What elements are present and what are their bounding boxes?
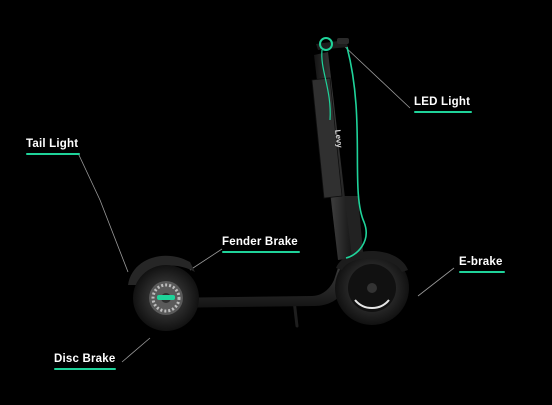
deck <box>158 268 350 308</box>
leader-line-disc-brake <box>121 337 151 363</box>
callout-led-light: LED Light <box>414 96 472 113</box>
leader-line-fender-brake <box>189 248 223 271</box>
led-light-ring <box>319 37 333 51</box>
callout-underline-led-light <box>414 111 472 113</box>
front-wheel <box>335 251 409 325</box>
rear-fender <box>128 255 195 285</box>
battery-housing <box>311 77 343 199</box>
callout-disc-brake: Disc Brake <box>54 353 116 370</box>
rear-brake-cable <box>321 49 331 121</box>
disc-brake-rotor <box>151 283 181 313</box>
scooter: Levy <box>128 37 409 331</box>
leader-line-tail-light <box>77 152 129 273</box>
handlebar <box>316 37 349 51</box>
callout-label-tail-light: Tail Light <box>26 138 79 150</box>
callout-underline-disc-brake <box>54 368 116 370</box>
callout-underline-e-brake <box>459 271 505 273</box>
callout-label-fender-brake: Fender Brake <box>222 236 298 248</box>
leader-line-led-light <box>341 43 411 109</box>
callout-label-disc-brake: Disc Brake <box>54 353 116 365</box>
leader-line-e-brake <box>417 267 455 297</box>
leader-lines <box>77 43 455 363</box>
disc-brake-caliper <box>157 295 175 300</box>
front-fender <box>336 251 408 272</box>
brand-logo-text: Levy <box>333 129 344 149</box>
e-brake-cable <box>345 46 367 259</box>
callout-label-led-light: LED Light <box>414 96 471 108</box>
callout-fender-brake: Fender Brake <box>222 236 300 253</box>
callout-underline-tail-light <box>26 153 80 155</box>
rear-wheel <box>133 265 199 331</box>
callout-label-e-brake: E-brake <box>459 256 503 268</box>
callout-e-brake: E-brake <box>459 256 505 273</box>
callout-underline-fender-brake <box>222 251 300 253</box>
callout-tail-light: Tail Light <box>26 138 80 155</box>
